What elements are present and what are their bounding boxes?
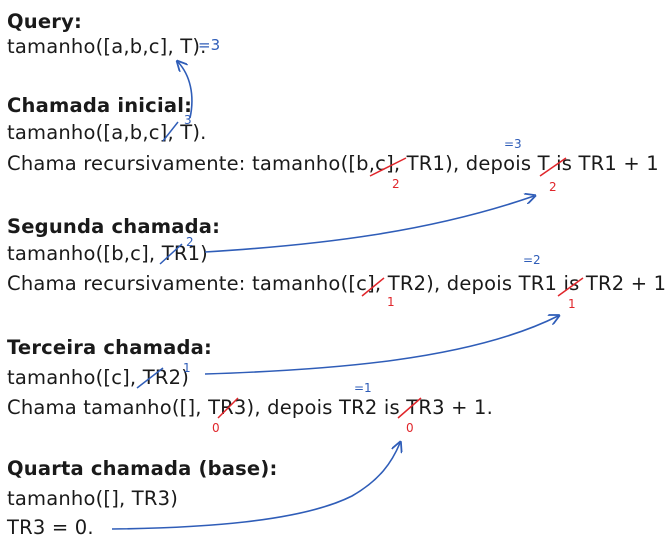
call3-recursion: Chama tamanho([], TR3), depois TR2 is TR…	[7, 396, 494, 419]
arrow-call3-to-call2	[204, 316, 558, 375]
call2-recursion: Chama recursivamente: tamanho([c], TR2),…	[7, 272, 666, 295]
call1-strike-t	[162, 121, 179, 142]
call2-strike-tr2	[361, 277, 385, 297]
call2-note-tr2-sum: 1	[568, 297, 576, 311]
query-note: =3	[198, 36, 220, 54]
call3-note-tr3: 0	[212, 421, 220, 435]
call1-heading: Chamada inicial:	[7, 94, 193, 117]
call2-heading: Segunda chamada:	[7, 215, 221, 238]
call3-strike-tr3	[217, 397, 239, 419]
query-line: tamanho([a,b,c], T).	[7, 35, 207, 58]
call2-strike-tr1	[159, 243, 183, 265]
call1-note-t: =3	[504, 137, 522, 151]
call2-note-tr2: 1	[387, 295, 395, 309]
call1-strike-tr1-sum	[539, 157, 567, 177]
call2-line: tamanho([b,c], TR1)	[7, 242, 208, 265]
call4-heading: Quarta chamada (base):	[7, 457, 278, 480]
arrow-call1-to-query	[178, 62, 193, 119]
call3-line-note: 1	[183, 361, 191, 375]
call1-recursion: Chama recursivamente: tamanho([b,c], TR1…	[7, 152, 659, 175]
call3-strike-tr2	[136, 367, 164, 389]
annotation-layer: =3 3 2 =3 2 2 1 =2 1 1 0 =1 0	[111, 36, 584, 530]
arrow-call4-to-call3	[111, 443, 400, 530]
call1-line: tamanho([a,b,c], T).	[7, 121, 207, 144]
query-heading: Query:	[7, 10, 83, 33]
call2-strike-tr2-sum	[557, 277, 584, 297]
call3-heading: Terceira chamada:	[7, 336, 212, 359]
arrow-call2-to-call1	[204, 196, 534, 253]
call3-strike-tr3-sum	[397, 397, 422, 419]
call4-line: tamanho([], TR3)	[7, 487, 179, 510]
call4-result: TR3 = 0.	[7, 516, 94, 539]
call1-note-tr1: 2	[392, 177, 400, 191]
call3-note-tr2: =1	[354, 381, 372, 395]
call1-line-note: 3	[184, 113, 192, 127]
call1-strike-tr1	[369, 157, 407, 177]
call2-note-tr1: =2	[523, 253, 541, 267]
call1-note-tr1-sum: 2	[549, 180, 557, 194]
call2-line-note: 2	[186, 235, 194, 249]
call3-note-tr3-sum: 0	[406, 421, 414, 435]
